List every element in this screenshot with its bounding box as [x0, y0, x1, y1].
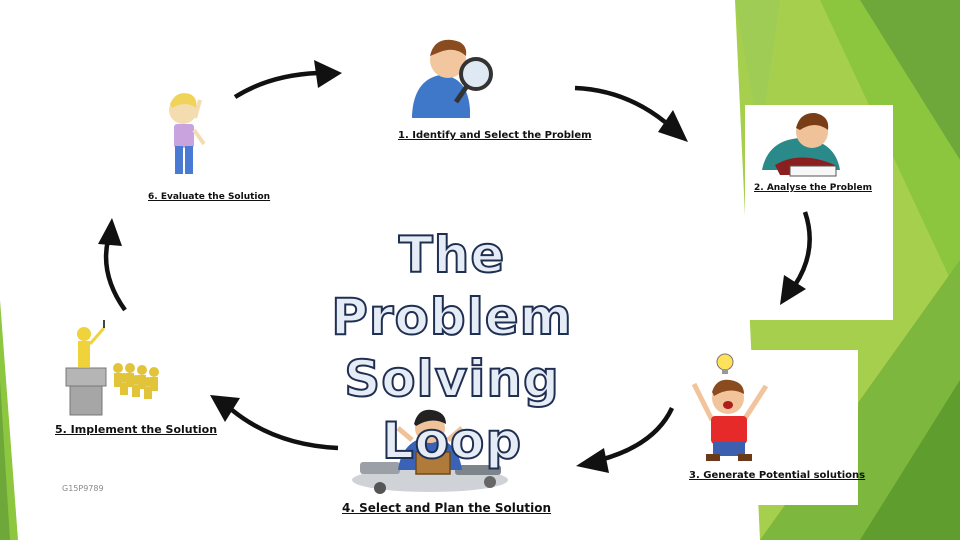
step-label-analyse: 2. Analyse the Problem	[754, 183, 872, 193]
step-label-generate: 3. Generate Potential solutions	[689, 470, 866, 481]
arrow-2-to-3	[780, 211, 812, 305]
title-line-1: The Problem	[330, 225, 573, 347]
reading-person-icon	[762, 112, 840, 177]
magnifying-glass-person-icon	[412, 39, 493, 118]
title-line-2: Solving Loop	[343, 349, 560, 471]
step-label-identify: 1. Identify and Select the Problem	[398, 130, 592, 141]
footer-code: G15P9789	[62, 484, 104, 493]
lightbulb-person-icon	[691, 353, 769, 461]
arrow-1-to-2	[574, 85, 688, 142]
toolbox-person-icon	[352, 409, 508, 494]
diagram-title: The Problem Solving Loop	[282, 224, 622, 472]
step-label-implement: 5. Implement the Solution	[55, 423, 218, 436]
arrow-4-to-5	[210, 395, 339, 451]
step-label-evaluate: 6. Evaluate the Solution	[148, 192, 271, 202]
building-blocks-person-icon	[65, 320, 159, 416]
arrow-6-to-1	[233, 60, 342, 99]
thinking-person-icon	[169, 93, 206, 174]
arrow-3-to-4	[576, 407, 675, 473]
panel-generate	[680, 350, 858, 505]
step-label-select-plan: 4. Select and Plan the Solution	[342, 501, 552, 515]
arrow-5-to-6	[98, 218, 127, 312]
